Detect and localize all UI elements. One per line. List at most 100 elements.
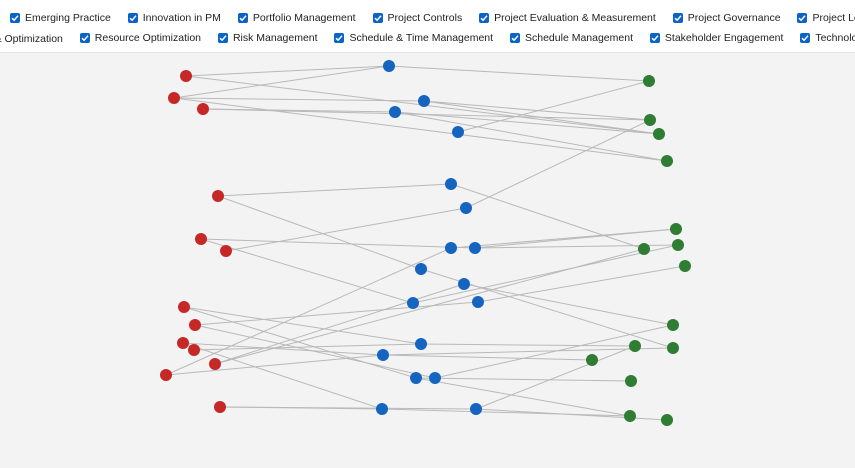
checkbox-checked-icon[interactable] bbox=[237, 13, 248, 23]
red-node[interactable] bbox=[197, 103, 209, 115]
red-node[interactable] bbox=[220, 245, 232, 257]
red-node[interactable] bbox=[188, 344, 200, 356]
checkbox-checked-icon[interactable] bbox=[334, 33, 345, 43]
green-node[interactable] bbox=[638, 243, 650, 255]
checkbox-checked-icon[interactable] bbox=[10, 13, 20, 23]
graph-edge bbox=[423, 100, 660, 135]
filter-schedule-management[interactable]: Schedule Management bbox=[510, 31, 633, 45]
blue-node[interactable] bbox=[389, 106, 401, 118]
green-node[interactable] bbox=[653, 128, 665, 140]
blue-node[interactable] bbox=[469, 242, 481, 254]
green-node[interactable] bbox=[644, 114, 656, 126]
graph-edge bbox=[225, 207, 467, 252]
red-node[interactable] bbox=[214, 401, 226, 413]
blue-node[interactable] bbox=[460, 202, 472, 214]
checkbox-checked-icon[interactable] bbox=[79, 33, 90, 43]
green-node[interactable] bbox=[624, 410, 636, 422]
green-node[interactable] bbox=[672, 239, 684, 251]
blue-node[interactable] bbox=[410, 372, 422, 384]
graph-edge bbox=[173, 65, 390, 99]
graph-edge bbox=[394, 111, 660, 135]
blue-node[interactable] bbox=[407, 297, 419, 309]
green-node[interactable] bbox=[586, 354, 598, 366]
blue-node[interactable] bbox=[472, 296, 484, 308]
green-node[interactable] bbox=[670, 223, 682, 235]
graph-edge bbox=[173, 97, 668, 162]
red-node[interactable] bbox=[189, 319, 201, 331]
red-node[interactable] bbox=[209, 358, 221, 370]
green-node[interactable] bbox=[679, 260, 691, 272]
filter-risk-management[interactable]: Risk Management bbox=[217, 31, 318, 45]
filter-technology-integration[interactable]: Technology Integration bbox=[800, 31, 855, 45]
filter-label: Project Evaluation & Measurement bbox=[494, 12, 656, 24]
filter-row-1: Emerging Practice Innovation in PM Portf… bbox=[10, 11, 855, 25]
red-node[interactable] bbox=[178, 301, 190, 313]
graph-edge bbox=[185, 65, 390, 77]
checkbox-checked-icon[interactable] bbox=[649, 33, 660, 43]
filter-stakeholder-engagement[interactable]: Stakeholder Engagement bbox=[649, 31, 783, 45]
blue-node[interactable] bbox=[458, 278, 470, 290]
blue-node[interactable] bbox=[429, 372, 441, 384]
blue-node[interactable] bbox=[418, 95, 430, 107]
red-node[interactable] bbox=[160, 369, 172, 381]
blue-node[interactable] bbox=[376, 403, 388, 415]
blue-node[interactable] bbox=[415, 263, 427, 275]
blue-node[interactable] bbox=[377, 349, 389, 361]
graph-edge bbox=[219, 406, 477, 410]
blue-node[interactable] bbox=[452, 126, 464, 138]
filter-emerging-practice[interactable]: Emerging Practice bbox=[10, 11, 111, 25]
filter-project-governance[interactable]: Project Governance bbox=[672, 11, 781, 25]
red-node[interactable] bbox=[212, 190, 224, 202]
filter-resource-optimization[interactable]: Resource Optimization bbox=[79, 31, 201, 45]
filter-schedule-time-management[interactable]: Schedule & Time Management bbox=[334, 31, 493, 45]
blue-node[interactable] bbox=[383, 60, 395, 72]
graph-edge bbox=[194, 301, 479, 326]
checkbox-checked-icon[interactable] bbox=[217, 33, 228, 43]
green-node[interactable] bbox=[629, 340, 641, 352]
green-node[interactable] bbox=[625, 375, 637, 387]
checkbox-checked-icon[interactable] bbox=[510, 33, 520, 43]
red-node[interactable] bbox=[195, 233, 207, 245]
filter-project-leadership[interactable]: Project Leadership bbox=[797, 11, 855, 25]
filter-innovation-in-pm[interactable]: Innovation in PM bbox=[127, 11, 221, 25]
blue-node[interactable] bbox=[445, 178, 457, 190]
graph-edge bbox=[415, 377, 632, 382]
graph-edge bbox=[182, 342, 384, 356]
green-node[interactable] bbox=[643, 75, 655, 87]
graph-edge bbox=[193, 343, 422, 351]
green-node[interactable] bbox=[661, 155, 673, 167]
red-node[interactable] bbox=[177, 337, 189, 349]
filter-truncated-optimization[interactable]: on & Optimization bbox=[0, 32, 63, 46]
filter-project-evaluation[interactable]: Project Evaluation & Measurement bbox=[479, 11, 656, 25]
filter-project-controls[interactable]: Project Controls bbox=[372, 11, 462, 25]
graph-edge bbox=[415, 377, 631, 417]
graph-edge bbox=[434, 324, 674, 379]
filter-label: Portfolio Management bbox=[252, 12, 356, 24]
graph-edge bbox=[382, 347, 674, 356]
checkbox-checked-icon[interactable] bbox=[672, 13, 683, 23]
green-node[interactable] bbox=[667, 319, 679, 331]
checkbox-checked-icon[interactable] bbox=[479, 13, 490, 23]
graph-edge bbox=[457, 80, 650, 133]
blue-node[interactable] bbox=[470, 403, 482, 415]
filter-label: Schedule & Time Management bbox=[349, 32, 494, 44]
red-node[interactable] bbox=[168, 92, 180, 104]
red-node[interactable] bbox=[180, 70, 192, 82]
checkbox-checked-icon[interactable] bbox=[797, 13, 808, 23]
filter-label: Risk Management bbox=[232, 32, 318, 44]
graph-edge bbox=[450, 183, 645, 250]
graph-edge bbox=[165, 247, 452, 376]
filter-portfolio-management[interactable]: Portfolio Management bbox=[237, 11, 356, 25]
checkbox-checked-icon[interactable] bbox=[372, 13, 383, 23]
checkbox-checked-icon[interactable] bbox=[800, 33, 811, 43]
network-graph[interactable] bbox=[0, 53, 855, 468]
graph-edge bbox=[475, 408, 668, 421]
blue-node[interactable] bbox=[445, 242, 457, 254]
graph-edge bbox=[388, 65, 650, 82]
green-node[interactable] bbox=[661, 414, 673, 426]
graph-edges bbox=[165, 65, 686, 421]
green-node[interactable] bbox=[667, 342, 679, 354]
checkbox-checked-icon[interactable] bbox=[127, 13, 138, 23]
graph-edge bbox=[173, 97, 425, 102]
blue-node[interactable] bbox=[415, 338, 427, 350]
